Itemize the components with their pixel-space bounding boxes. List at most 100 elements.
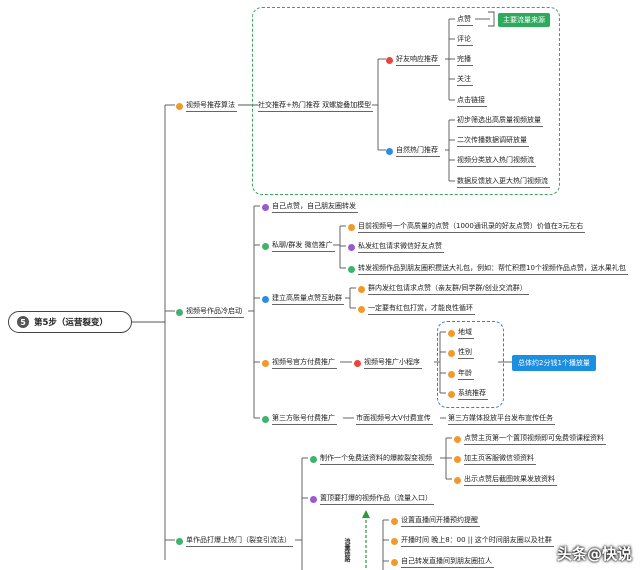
friend-item-label: 点击链接 [457, 95, 487, 107]
orange-dot-icon [391, 558, 398, 566]
third-party-sub2[interactable]: 第三方媒体投放平台发布宣传任务 [448, 413, 555, 425]
target-item-label: 系统推荐 [458, 388, 488, 400]
friend-recommend-label: 好友响应推荐 [396, 54, 440, 66]
group-child-label: 群内发红包请求点赞（亲友群/同学群/创业交流群） [368, 283, 529, 295]
wechat-child-label: 目前视频号一个高质量的点赞（1000通讯录的好友点赞）价值在3元左右 [358, 221, 586, 233]
red-dot-icon [354, 359, 361, 367]
algorithm-dashed-box [252, 7, 560, 195]
hot-recommend[interactable]: 自然热门推荐 [386, 145, 440, 157]
orange-dot-icon [448, 329, 455, 337]
branch-algorithm-label: 视频号推荐算法 [186, 100, 237, 112]
flow-label: 流量链路 [343, 538, 350, 562]
friend-item[interactable]: 评论 [457, 34, 473, 46]
group-child[interactable]: 群内发红包请求点赞（亲友群/同学群/创业交流群） [358, 283, 529, 295]
orange-dot-icon [391, 517, 398, 525]
branch-cold-start-label: 视频号作品冷启动 [186, 306, 244, 318]
wechat-child[interactable]: 目前视频号一个高质量的点赞（1000通讯录的好友点赞）价值在3元左右 [348, 221, 586, 233]
third-party-sub[interactable]: 市面视频号大V付费宣传 [356, 413, 433, 425]
green-dot-icon [262, 242, 269, 250]
friend-item-label: 完播 [457, 54, 473, 66]
viral-child-label: 加主页客服微信领资料 [464, 453, 536, 465]
orange-dot-icon [448, 370, 455, 378]
third-party-sub-label: 市面视频号大V付费宣传 [356, 413, 433, 425]
orange-dot-icon [448, 349, 455, 357]
target-item[interactable]: 性别 [448, 347, 474, 359]
cold-item-third-party[interactable]: 第三方账号付费推广 [262, 413, 337, 425]
cold-item-official-paid[interactable]: 视频号官方付费推广 [262, 357, 337, 369]
blue-dot-icon [386, 147, 393, 155]
orange-dot-icon [176, 102, 183, 110]
live-step[interactable]: 开播时间 晚上8：00 || 这个时间朋友圈以及社群 [391, 535, 554, 547]
branch-algorithm[interactable]: 视频号推荐算法 [176, 100, 237, 112]
purple-dot-icon [348, 243, 355, 251]
orange-dot-icon [454, 455, 461, 463]
pin-video-item[interactable]: 置顶要打爆的视频作品（流量入口） [310, 493, 434, 505]
wechat-child-label: 私发红包请求微信好友点赞 [358, 241, 444, 253]
cold-item-group[interactable]: 建立高质量点赞互助群 [262, 293, 344, 305]
double-helix-model[interactable]: 社交推荐+热门推荐 双螺旋叠加模型 [258, 100, 374, 112]
orange-dot-icon [391, 537, 398, 545]
step-number-badge: 5 [17, 316, 29, 328]
main-source-tag: 主要流量来源 [498, 13, 550, 27]
viral-child[interactable]: 出示点赞后截图效果发放资料 [454, 474, 557, 486]
friend-item[interactable]: 点击链接 [457, 95, 487, 107]
wechat-child[interactable]: 私发红包请求微信好友点赞 [348, 241, 444, 253]
green-dot-icon [348, 265, 355, 273]
friend-item[interactable]: 关注 [457, 74, 473, 86]
wechat-child-label: 转发视频作品到朋友圈积攒送大礼包，例如：帮忙积攒10个视频作品点赞，送水果礼包 [358, 263, 628, 275]
green-dot-icon [262, 415, 269, 423]
live-step[interactable]: 设置直播间开播预约提醒 [391, 515, 480, 527]
orange-dot-icon [454, 476, 461, 484]
target-item[interactable]: 地域 [448, 327, 474, 339]
viral-child-label: 点赞主页第一个置顶视频即可免费领课程资料 [464, 433, 606, 445]
cold-item-label: 视频号官方付费推广 [272, 357, 337, 369]
hot-item[interactable]: 视频分类放入热门视频流 [457, 155, 536, 167]
hot-item[interactable]: 二次传播数据调研放量 [457, 135, 529, 147]
hot-item-label: 初步筛选出高质量视频放量 [457, 115, 543, 127]
cost-note-tag: 总体约2分钱1个播放量 [512, 355, 596, 371]
friend-item-label: 关注 [457, 74, 473, 86]
cold-item-label: 建立高质量点赞互助群 [272, 293, 344, 305]
viral-child-label: 出示点赞后截图效果发放资料 [464, 474, 557, 486]
viral-child[interactable]: 加主页客服微信领资料 [454, 453, 536, 465]
target-item[interactable]: 系统推荐 [448, 388, 488, 400]
viral-child[interactable]: 点赞主页第一个置顶视频即可免费领课程资料 [454, 433, 606, 445]
wechat-child[interactable]: 转发视频作品到朋友圈积攒送大礼包，例如：帮忙积攒10个视频作品点赞，送水果礼包 [348, 263, 628, 275]
viral-video-item[interactable]: 制作一个免费送资料的爆款裂变视频 [310, 453, 434, 465]
friend-item-label: 评论 [457, 34, 473, 46]
cold-item-label: 自己点赞，自己朋友圈转发 [272, 201, 358, 213]
branch-cold-start[interactable]: 视频号作品冷启动 [176, 306, 244, 318]
group-child[interactable]: 一定要有红包打赏，才能良性循环 [358, 303, 475, 315]
target-item[interactable]: 年龄 [448, 368, 474, 380]
cold-item-label: 第三方账号付费推广 [272, 413, 337, 425]
target-item-label: 年龄 [458, 368, 474, 380]
branch-single-viral[interactable]: 单作品打爆上热门（裂变引流法） [176, 535, 293, 547]
cold-item-label: 私聊/群发 微信推广 [272, 240, 335, 252]
green-dot-icon [176, 537, 183, 545]
promo-miniprogram-label: 视频号推广小程序 [364, 357, 422, 369]
orange-dot-icon [348, 223, 355, 231]
cold-item-self-like[interactable]: 自己点赞，自己朋友圈转发 [262, 201, 358, 213]
branch-single-viral-label: 单作品打爆上热门（裂变引流法） [186, 535, 293, 547]
pin-video-label: 置顶要打爆的视频作品（流量入口） [320, 493, 434, 505]
viral-video-label: 制作一个免费送资料的爆款裂变视频 [320, 453, 434, 465]
orange-dot-icon [448, 390, 455, 398]
orange-dot-icon [358, 305, 365, 313]
live-step-label: 开播时间 晚上8：00 || 这个时间朋友圈以及社群 [401, 535, 554, 547]
purple-dot-icon [262, 203, 269, 211]
live-step[interactable]: 自己转发直播间到朋友圈拉人 [391, 556, 494, 568]
hot-item[interactable]: 初步筛选出高质量视频放量 [457, 115, 543, 127]
orange-dot-icon [358, 285, 365, 293]
green-dot-icon [176, 308, 183, 316]
root-node[interactable]: 5 第5步（运营裂变） [8, 311, 132, 333]
cold-item-wechat[interactable]: 私聊/群发 微信推广 [262, 240, 335, 252]
hot-item[interactable]: 数据反馈放入更大热门视频流 [457, 176, 550, 188]
purple-dot-icon [310, 495, 317, 503]
live-step-label: 设置直播间开播预约提醒 [401, 515, 480, 527]
friend-item[interactable]: 点赞 [457, 14, 473, 26]
third-party-sub2-label: 第三方媒体投放平台发布宣传任务 [448, 413, 555, 425]
friend-item[interactable]: 完播 [457, 54, 473, 66]
friend-recommend[interactable]: 好友响应推荐 [386, 54, 440, 66]
promo-miniprogram[interactable]: 视频号推广小程序 [354, 357, 422, 369]
